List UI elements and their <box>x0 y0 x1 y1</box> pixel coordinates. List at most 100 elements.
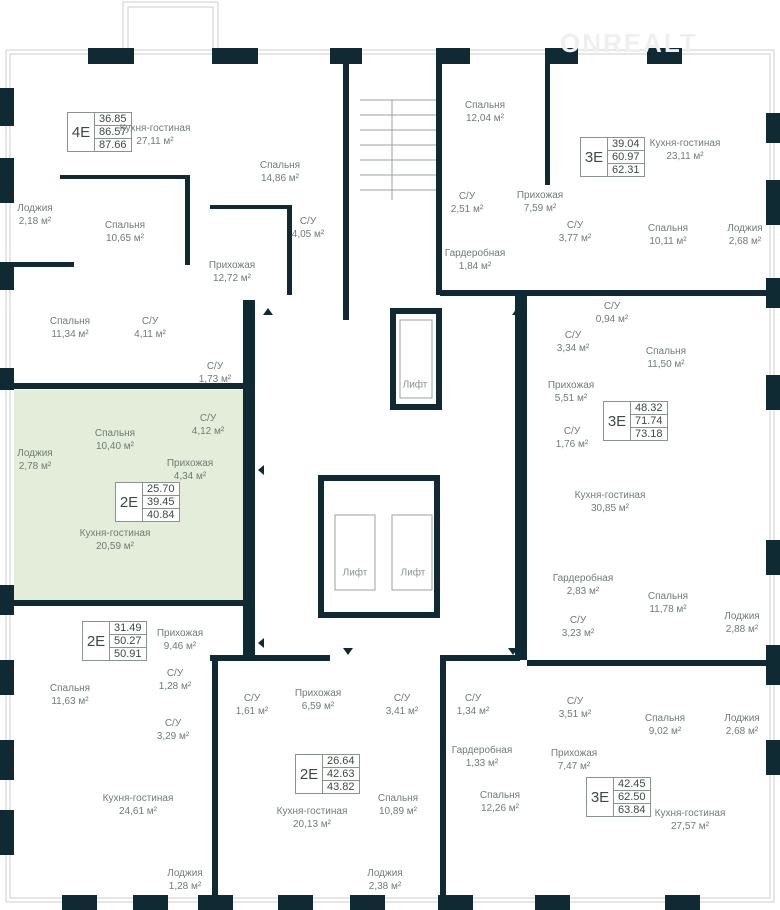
living-area: 31.49 <box>110 622 146 635</box>
room-name: Гардеробная <box>444 248 506 259</box>
room-name: Кухня-гостиная <box>79 528 151 539</box>
room-area: 1,84 м² <box>458 261 492 272</box>
total-area: 50.27 <box>110 635 146 648</box>
room-area: 1,28 м² <box>158 681 192 692</box>
room-area: 24,61 м² <box>118 806 157 817</box>
lift-label: Лифт <box>342 567 368 579</box>
room-name: Спальня <box>94 428 136 439</box>
room-label: Прихожая 12,72 м² <box>209 259 255 285</box>
room-area: 5,51 м² <box>554 393 588 404</box>
room-name: Спальня <box>377 793 419 804</box>
room-label: Прихожая 5,51 м² <box>548 379 594 405</box>
room-area: 30,85 м² <box>590 503 629 514</box>
lift-cabins <box>334 319 433 591</box>
room-area: 3,51 м² <box>558 709 592 720</box>
room-name: Прихожая <box>208 260 256 271</box>
room-area: 7,59 м² <box>523 203 557 214</box>
room-label: Прихожая 4,34 м² <box>167 457 213 483</box>
room-name: Прихожая <box>516 190 564 201</box>
room-name: Лоджия <box>724 611 760 622</box>
room-label: Спальня 10,65 м² <box>105 219 145 245</box>
room-area: 23,11 м² <box>666 151 704 162</box>
room-name: Спальня <box>644 713 686 724</box>
room-area: 10,40 м² <box>95 441 134 452</box>
room-area: 2,78 м² <box>18 461 52 472</box>
room-area: 4,34 м² <box>173 471 207 482</box>
room-area: 3,29 м² <box>156 731 190 742</box>
room-label: Спальня 12,26 м² <box>480 789 520 815</box>
total-area: 42.63 <box>323 768 359 781</box>
room-area: 12,04 м² <box>465 113 504 124</box>
gross-area: 43.82 <box>327 781 355 793</box>
room-name: Лоджия <box>367 868 403 879</box>
apartment-type: 2E <box>296 755 323 793</box>
room-area: 4,11 м² <box>134 329 166 340</box>
room-name: Спальня <box>464 100 506 111</box>
room-name: Спальня <box>104 220 146 231</box>
gross-area: 50.91 <box>114 648 142 660</box>
room-area: 4,05 м² <box>291 229 325 240</box>
gross-area: 73.18 <box>635 428 663 440</box>
gross-area: 87.66 <box>99 139 127 151</box>
room-area: 1,61 м² <box>235 706 269 717</box>
room-area: 12,72 м² <box>212 273 251 284</box>
room-label: Спальня 12,04 м² <box>465 99 505 125</box>
room-name: Прихожая <box>166 458 214 469</box>
gross-area: 62.31 <box>612 164 640 176</box>
room-area: 14,86 м² <box>260 173 299 184</box>
gross-area: 63.84 <box>618 804 646 816</box>
room-name: С/У <box>569 615 587 626</box>
room-area: 2,38 м² <box>368 881 402 892</box>
living-area: 48.32 <box>631 402 667 415</box>
room-label: С/У 4,11 м² <box>134 315 166 341</box>
total-area: 39.45 <box>143 496 179 509</box>
room-name: С/У <box>563 426 581 437</box>
room-area: 4,12 м² <box>191 426 225 437</box>
room-label: С/У 1,61 м² <box>236 692 268 718</box>
room-area: 9,46 м² <box>163 641 197 652</box>
room-label: Лоджия 2,38 м² <box>367 867 402 893</box>
room-name: Лоджия <box>17 448 53 459</box>
room-name: Спальня <box>49 316 91 327</box>
room-name: Гардеробная <box>552 573 614 584</box>
room-label: Лоджия 2,78 м² <box>17 447 52 473</box>
room-name: Спальня <box>479 790 521 801</box>
room-name: С/У <box>141 316 159 327</box>
room-label: Спальня 10,40 м² <box>95 427 135 453</box>
room-area: 10,65 м² <box>105 233 144 244</box>
room-area: 12,26 м² <box>480 803 519 814</box>
apartment-type: 3E <box>587 778 614 816</box>
room-name: С/У <box>243 693 261 704</box>
room-name: Лоджия <box>17 203 53 214</box>
room-area: 20,13 м² <box>292 819 331 830</box>
room-area: 6,59 м² <box>301 701 335 712</box>
room-name: Прихожая <box>547 380 595 391</box>
apartment-type: 2E <box>83 622 110 660</box>
room-name: Прихожая <box>550 748 598 759</box>
lift-label: Лифт <box>402 379 428 391</box>
